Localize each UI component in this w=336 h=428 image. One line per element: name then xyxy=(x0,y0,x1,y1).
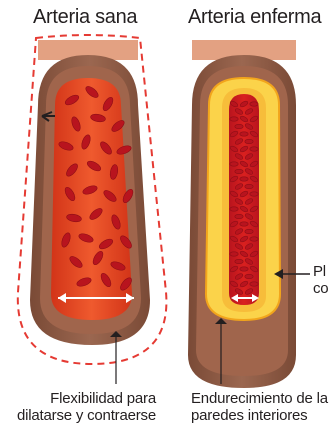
red-blood-cell xyxy=(240,222,248,226)
red-blood-cell xyxy=(230,117,238,121)
red-blood-cell xyxy=(230,162,238,166)
red-blood-cell xyxy=(245,274,253,278)
flexibility-caption-line1: Flexibilidad para xyxy=(17,390,156,407)
hardening-caption: Endurecimiento de la paredes interiores xyxy=(191,390,328,424)
red-blood-cell xyxy=(235,214,243,218)
red-blood-cell xyxy=(245,229,253,233)
red-blood-cell xyxy=(230,252,238,256)
red-blood-cell xyxy=(240,177,248,181)
red-blood-cell xyxy=(245,139,253,143)
plaque-caption-line1: Pl xyxy=(313,263,328,280)
red-blood-cell xyxy=(250,147,258,151)
red-blood-cell xyxy=(250,237,258,241)
red-blood-cell xyxy=(250,282,258,286)
healthy-lumen xyxy=(51,78,132,320)
red-blood-cell xyxy=(245,184,253,188)
red-blood-cell xyxy=(250,102,258,106)
red-blood-cell xyxy=(235,169,243,173)
diseased-narrow-lumen xyxy=(229,94,259,305)
red-blood-cell xyxy=(250,192,258,196)
hardening-caption-line1: Endurecimiento de la xyxy=(191,390,328,407)
flexibility-caption-line2: dilatarse y contraerse xyxy=(17,407,156,424)
plaque-caption: Pl co xyxy=(313,263,328,297)
red-blood-cell xyxy=(230,207,238,211)
red-blood-cell xyxy=(235,259,243,263)
red-blood-cell xyxy=(240,267,248,271)
red-blood-cell xyxy=(235,124,243,128)
flexibility-caption: Flexibilidad para dilatarse y contraerse xyxy=(17,390,156,424)
hardening-caption-line2: paredes interiores xyxy=(191,407,328,424)
red-blood-cell xyxy=(240,132,248,136)
plaque-caption-line2: co xyxy=(313,280,328,297)
diseased-artery xyxy=(188,40,310,388)
healthy-artery xyxy=(18,35,167,384)
